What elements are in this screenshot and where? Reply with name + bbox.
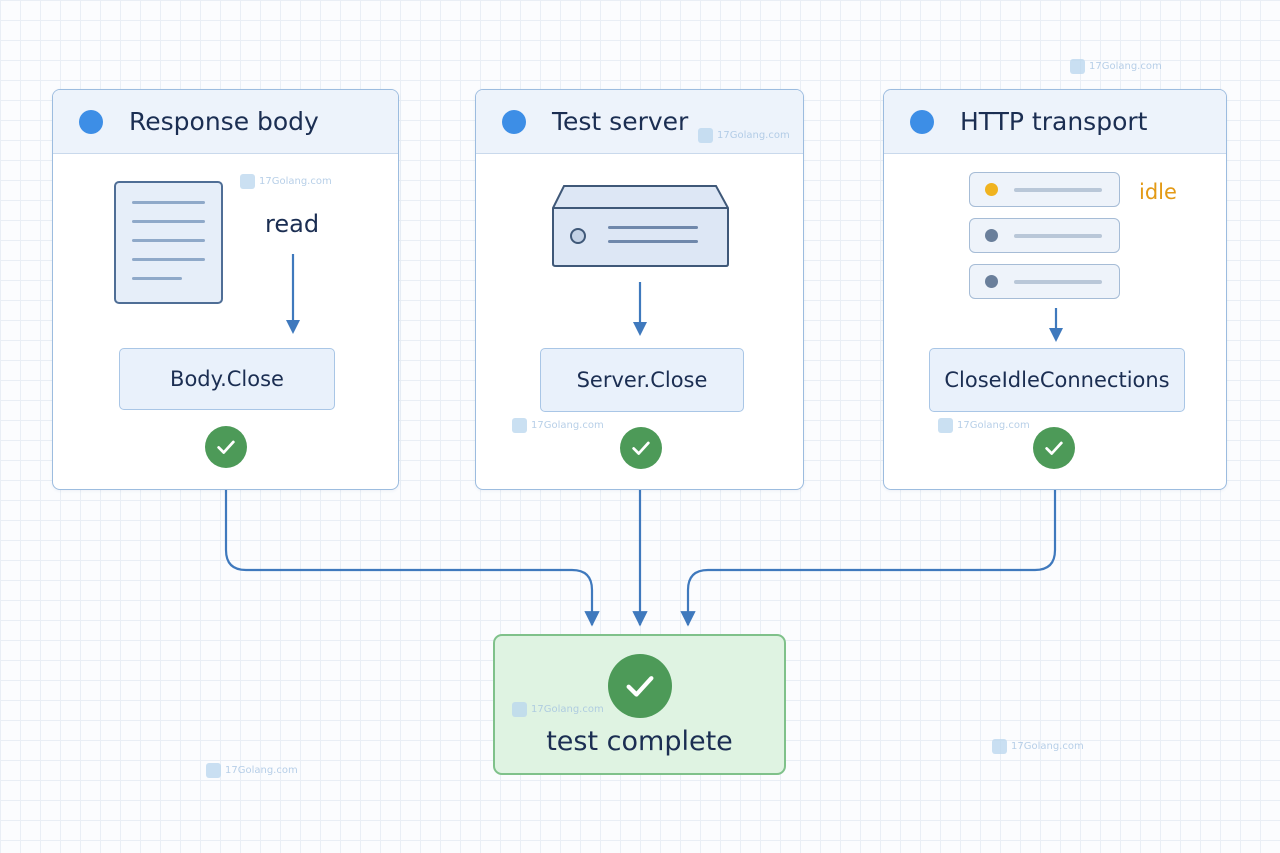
document-icon: [114, 181, 223, 304]
arrow-down-icon: [633, 282, 647, 336]
watermark: 17Golang.com: [512, 702, 604, 717]
panel-header: HTTP transport: [884, 90, 1226, 154]
watermark: 17Golang.com: [698, 128, 790, 143]
idle-label: idle: [1139, 180, 1177, 204]
idle-connection-slot: [969, 172, 1120, 207]
watermark: 17Golang.com: [512, 418, 604, 433]
check-icon: [1033, 427, 1075, 469]
close-idle-connections-box: CloseIdleConnections: [929, 348, 1185, 412]
watermark: 17Golang.com: [206, 763, 298, 778]
connection-indicator-icon: [985, 229, 998, 242]
panel-title: Response body: [129, 107, 319, 136]
test-complete-box: test complete: [493, 634, 786, 775]
read-label: read: [265, 210, 320, 238]
connection-indicator-icon: [985, 275, 998, 288]
status-dot-icon: [502, 109, 526, 134]
response-body-panel: Response body read Body.Close: [52, 89, 399, 490]
method-label: Server.Close: [576, 368, 708, 392]
connection-slot: [969, 264, 1120, 299]
panel-header: Response body: [53, 90, 398, 154]
watermark: 17Golang.com: [240, 174, 332, 189]
connector-http-transport: [680, 490, 1057, 627]
connection-slot: [969, 218, 1120, 253]
watermark-logo-icon: [992, 739, 1007, 754]
status-dot-icon: [79, 109, 103, 134]
server-icon: [552, 185, 729, 267]
watermark-logo-icon: [512, 702, 527, 717]
body-close-box: Body.Close: [119, 348, 335, 410]
panel-header: Test server: [476, 90, 803, 154]
arrow-down-icon: [286, 254, 300, 334]
check-icon: [205, 426, 247, 468]
watermark: 17Golang.com: [938, 418, 1030, 433]
test-complete-label: test complete: [546, 726, 733, 757]
status-dot-icon: [910, 109, 934, 134]
method-label: CloseIdleConnections: [944, 368, 1170, 392]
panel-title: HTTP transport: [960, 107, 1148, 136]
watermark-logo-icon: [938, 418, 953, 433]
check-icon: [620, 427, 662, 469]
watermark-logo-icon: [206, 763, 221, 778]
watermark-logo-icon: [1070, 59, 1085, 74]
watermark-logo-icon: [512, 418, 527, 433]
watermark: 17Golang.com: [1070, 59, 1162, 74]
check-icon: [608, 654, 672, 718]
watermark-logo-icon: [240, 174, 255, 189]
watermark: 17Golang.com: [992, 739, 1084, 754]
arrow-down-icon: [1049, 308, 1063, 342]
connector-response-body: [224, 490, 600, 627]
http-transport-panel: HTTP transport idle CloseIdleConnections: [883, 89, 1227, 490]
test-server-panel: Test server Server.Close: [475, 89, 804, 490]
idle-indicator-icon: [985, 183, 998, 196]
panel-title: Test server: [552, 107, 689, 136]
method-label: Body.Close: [170, 367, 284, 391]
server-close-box: Server.Close: [540, 348, 744, 412]
watermark-logo-icon: [698, 128, 713, 143]
